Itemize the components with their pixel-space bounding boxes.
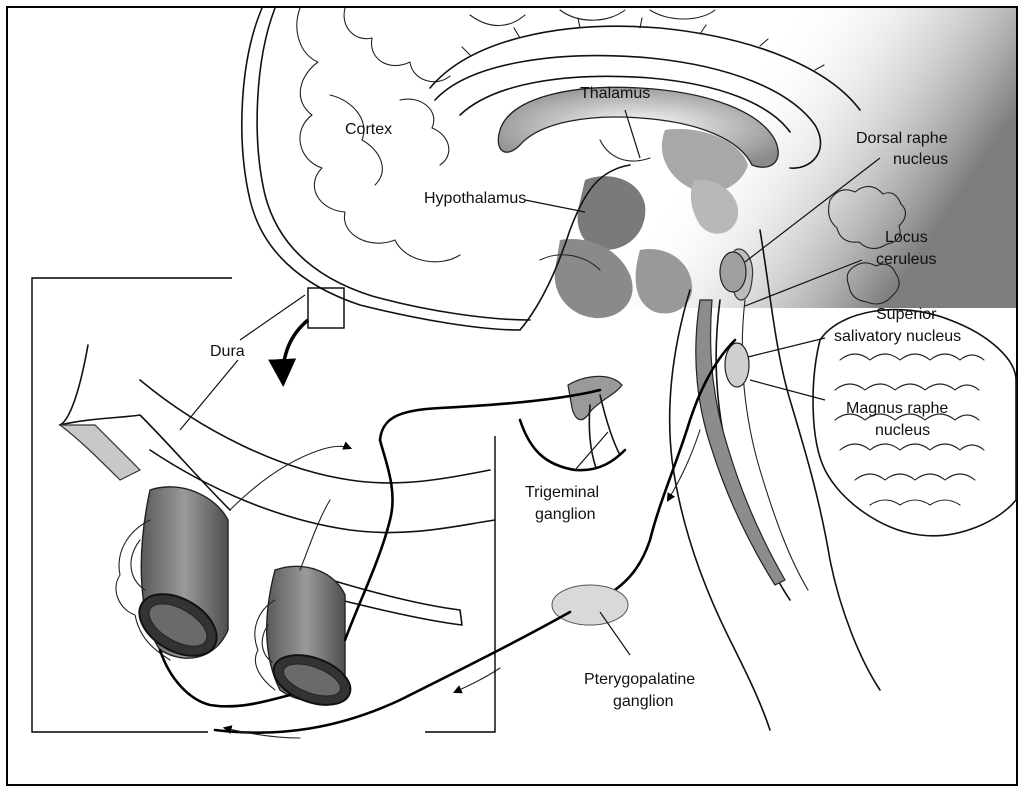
dura-focus-square bbox=[307, 287, 345, 329]
label-magnus-1: Magnus raphe bbox=[846, 400, 948, 417]
label-locus-1: Locus bbox=[885, 229, 928, 246]
superior-salivatory-nucleus-shape bbox=[724, 342, 750, 388]
leader-lines bbox=[179, 109, 881, 656]
label-pterygo-1: Pterygopalatine bbox=[584, 671, 695, 688]
label-pterygo-2: ganglion bbox=[613, 693, 674, 710]
label-dorsal-raphe-1: Dorsal raphe bbox=[856, 130, 948, 147]
label-superior-1: Superior bbox=[876, 306, 937, 323]
cerebellum bbox=[812, 185, 1017, 537]
inset-dura-vessels bbox=[58, 344, 496, 708]
cerebral-cortex bbox=[241, 7, 861, 331]
label-magnus-2: nucleus bbox=[875, 422, 930, 439]
zoom-arrow bbox=[268, 318, 310, 387]
label-hypothalamus: Hypothalamus bbox=[424, 190, 526, 207]
pterygopalatine-ganglion-shape bbox=[551, 584, 629, 626]
inset-box bbox=[31, 277, 496, 733]
brainstem bbox=[668, 229, 881, 731]
trigeminal-ganglion bbox=[378, 375, 627, 472]
label-trigeminal-1: Trigeminal bbox=[525, 484, 599, 501]
dorsal-raphe-nucleus-shape bbox=[719, 251, 747, 293]
label-trigeminal-2: ganglion bbox=[535, 506, 596, 523]
label-dorsal-raphe-2: nucleus bbox=[893, 151, 948, 168]
label-superior-2: salivatory nucleus bbox=[834, 328, 961, 345]
labels: Cortex Thalamus Hypothalamus Dorsal raph… bbox=[210, 85, 961, 710]
parasympathetic-pathway bbox=[213, 338, 737, 739]
label-dura: Dura bbox=[210, 343, 245, 360]
label-thalamus: Thalamus bbox=[580, 85, 650, 102]
label-cortex: Cortex bbox=[345, 121, 392, 138]
label-locus-2: ceruleus bbox=[876, 251, 936, 268]
deep-brain-structures bbox=[519, 129, 748, 331]
corpus-callosum bbox=[434, 54, 822, 169]
